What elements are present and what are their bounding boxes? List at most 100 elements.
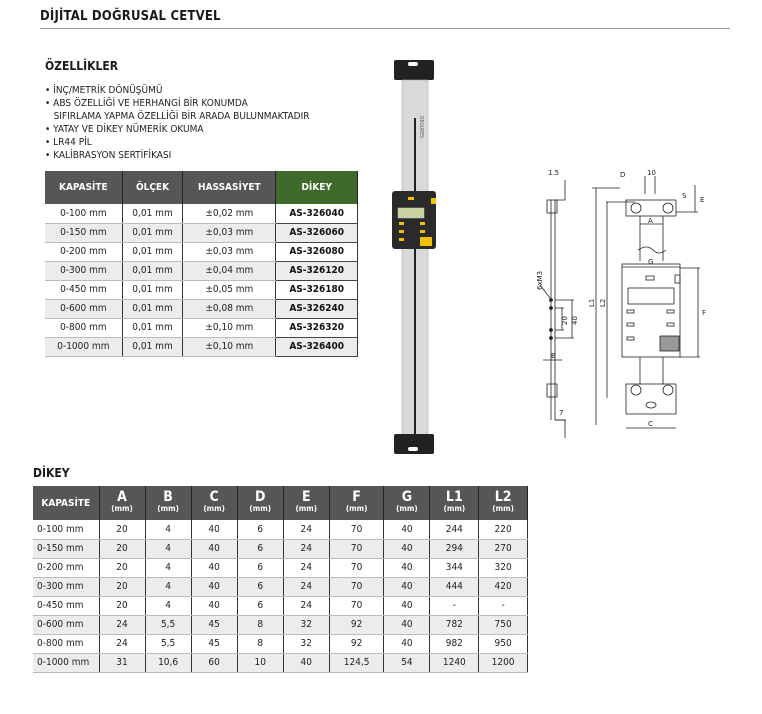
table-cell: 24 — [283, 558, 330, 578]
dim-label: B — [551, 352, 556, 360]
table-cell: 40 — [191, 539, 238, 559]
table-cell: 24 — [283, 596, 330, 616]
table-cell: 8 — [237, 634, 284, 654]
table-cell: 6 — [237, 577, 284, 597]
table-cell: 444 — [429, 577, 480, 597]
header-dim: F(mm) — [329, 486, 385, 520]
table-cell: 0,01 mm — [122, 337, 184, 357]
table-cell: 0-150 mm — [45, 223, 123, 243]
table-cell: 10 — [237, 653, 284, 673]
table-cell: 244 — [429, 520, 480, 540]
dim-label: 10 — [647, 169, 656, 177]
table-cell: 0-450 mm — [45, 280, 123, 300]
table-cell: AS-326120 — [275, 261, 358, 281]
dim-label: S — [682, 192, 687, 200]
table-cell: 24 — [283, 577, 330, 597]
dim-label: 40 — [571, 316, 579, 325]
table-cell: 24 — [99, 615, 146, 635]
table-cell: 92 — [329, 615, 385, 635]
header-dim: D(mm) — [237, 486, 284, 520]
table-cell: 4 — [145, 596, 192, 616]
table-cell: 40 — [383, 520, 431, 540]
table-cell: 0-800 mm — [33, 634, 100, 654]
table-cell: 40 — [191, 558, 238, 578]
feature-item: • YATAY VE DİKEY NÜMERİK OKUMA — [45, 124, 204, 135]
table-cell: 24 — [99, 634, 146, 654]
table-cell: AS-326060 — [275, 223, 358, 243]
feature-item: • ABS ÖZELLİĞİ VE HERHANGİ BİR KONUMDA — [45, 98, 248, 109]
table-cell: 40 — [383, 634, 431, 654]
product-photo: DEGURES — [392, 60, 436, 454]
table-cell: 20 — [99, 558, 146, 578]
table-cell: AS-326320 — [275, 318, 358, 338]
table-cell: 40 — [191, 520, 238, 540]
table-cell: 40 — [383, 596, 431, 616]
table-cell: 0-150 mm — [33, 539, 100, 559]
dim-label: 6xM3 — [536, 271, 544, 290]
table-cell: 24 — [283, 520, 330, 540]
title-divider — [40, 28, 730, 29]
table-cell: 70 — [329, 596, 385, 616]
table-cell: 92 — [329, 634, 385, 654]
table-cell: 0-600 mm — [45, 299, 123, 319]
table-cell: 420 — [478, 577, 528, 597]
table-cell: 31 — [99, 653, 146, 673]
table-cell: 0-300 mm — [45, 261, 123, 281]
header-dim: E(mm) — [283, 486, 330, 520]
feature-item: SIFIRLAMA YAPMA ÖZELLİĞİ BİR ARADA BULUN… — [45, 111, 310, 122]
dim-header-unit: (mm) — [203, 504, 225, 513]
page-title: DİJİTAL DOĞRUSAL CETVEL — [40, 9, 221, 24]
feature-item: • KALİBRASYON SERTİFİKASI — [45, 150, 172, 161]
table-cell: 40 — [383, 558, 431, 578]
dim-header-letter: F — [352, 489, 361, 505]
table-cell: 0,01 mm — [122, 318, 184, 338]
table-cell: 6 — [237, 520, 284, 540]
table-cell: 54 — [383, 653, 431, 673]
table-cell: 294 — [429, 539, 480, 559]
table-cell: 0-450 mm — [33, 596, 100, 616]
table-cell: 10,6 — [145, 653, 192, 673]
dim-header-letter: G — [401, 489, 413, 505]
table-cell: 1200 — [478, 653, 528, 673]
dim-header-unit: (mm) — [443, 504, 466, 513]
header-scale: ÖLÇEK — [122, 171, 184, 204]
features-heading: ÖZELLİKLER — [45, 59, 119, 73]
table-cell: 0-800 mm — [45, 318, 123, 338]
table-cell: 4 — [145, 520, 192, 540]
table-cell: 40 — [191, 577, 238, 597]
spec-table: KAPASİTE ÖLÇEK HASSASİYET DİKEY 0-100 mm… — [45, 171, 358, 357]
scale-brand-label: DEGURES — [418, 116, 424, 138]
table-cell: 40 — [283, 653, 330, 673]
table-cell: 0,01 mm — [122, 204, 184, 224]
dim-label: 1.5 — [548, 169, 559, 177]
table-cell: AS-326240 — [275, 299, 358, 319]
table-cell: 70 — [329, 520, 385, 540]
table-cell: ±0,10 mm — [182, 318, 277, 338]
table-cell: 0-200 mm — [45, 242, 123, 262]
table-cell: 4 — [145, 558, 192, 578]
header-dim: A(mm) — [99, 486, 146, 520]
table-cell: 320 — [478, 558, 528, 578]
table-cell: ±0,10 mm — [182, 337, 277, 357]
table-cell: 750 — [478, 615, 528, 635]
table-cell: 1240 — [429, 653, 480, 673]
table-cell: 0-100 mm — [45, 204, 123, 224]
table-cell: 40 — [383, 577, 431, 597]
header-dim: L2(mm) — [478, 486, 528, 520]
table-cell: 950 — [478, 634, 528, 654]
table-cell: - — [429, 596, 480, 616]
dim-header-unit: (mm) — [295, 504, 318, 513]
table-cell: 45 — [191, 634, 238, 654]
dim-label: A — [648, 217, 653, 225]
table-cell: 782 — [429, 615, 480, 635]
table-cell: 0,01 mm — [122, 242, 184, 262]
dim-label: E — [700, 196, 704, 204]
table-cell: 0,01 mm — [122, 299, 184, 319]
table-cell: 45 — [191, 615, 238, 635]
